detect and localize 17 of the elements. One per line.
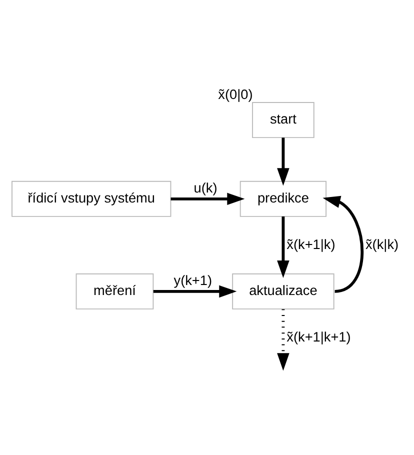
arrow — [322, 196, 364, 293]
edge-label: x̃(k+1|k) — [286, 236, 336, 252]
edge-label: x̃(k+1|k+1) — [286, 329, 351, 344]
arrow — [277, 309, 290, 371]
arrow — [277, 138, 290, 186]
arrow — [170, 192, 245, 206]
node-box: predikce — [240, 180, 327, 217]
arrow — [277, 216, 290, 278]
node-box: aktualizace — [232, 273, 334, 310]
edge-label: u(k) — [194, 180, 218, 196]
edge-label: x̃(k|k) — [366, 236, 399, 252]
arrow — [153, 285, 237, 298]
edge-label: y(k+1) — [174, 272, 212, 288]
node-box: start — [252, 102, 314, 138]
node-box: řídicí vstupy systému — [12, 180, 172, 217]
node-label: x̃(0|0) — [218, 86, 253, 102]
node-box: měření — [76, 273, 154, 310]
